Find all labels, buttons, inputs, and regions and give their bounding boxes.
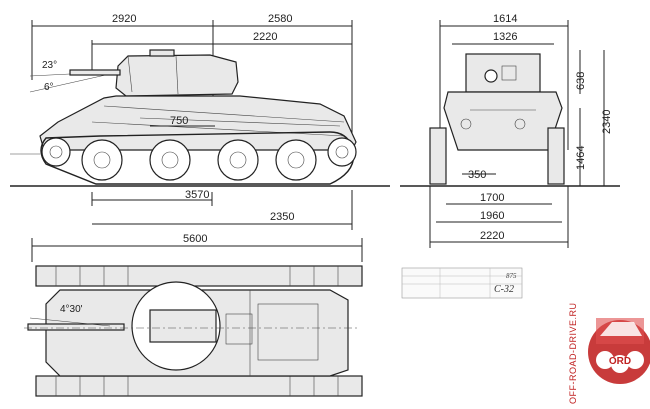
right-track: [547, 127, 565, 185]
angle-4-30: 4°30': [60, 304, 83, 315]
dim-2220-front: 2220: [480, 230, 504, 242]
top-view: 5600 4°30': [24, 233, 363, 397]
dim-5600: 5600: [183, 233, 207, 245]
dim-2350: 2350: [270, 211, 294, 223]
gun-barrel: [69, 69, 121, 76]
dim-2220: 2220: [253, 31, 277, 43]
dim-1326: 1326: [493, 31, 517, 43]
dim-3570: 3570: [185, 189, 209, 201]
track-outline: [40, 131, 355, 185]
stamp-number: 875: [506, 272, 517, 280]
left-track: [429, 127, 447, 185]
top-track-upper: [35, 265, 363, 287]
side-view: 2920 2580 2220 23° 6° 750: [10, 13, 390, 230]
gun-top: [27, 323, 125, 331]
ord-logo: ORD: [588, 318, 650, 384]
dim-750: 750: [170, 115, 188, 127]
dim-350: 350: [468, 169, 486, 181]
dim-1960: 1960: [480, 210, 504, 222]
dim-2920: 2920: [112, 13, 136, 25]
watermark-text: OFF-ROAD-DRIVE.RU: [568, 303, 578, 405]
idler-wheel: [327, 137, 357, 167]
road-wheel-4: [275, 139, 317, 181]
dim-2340: 2340: [601, 110, 613, 134]
dim-638: 638: [575, 72, 587, 90]
road-wheel-1: [81, 139, 123, 181]
title-stamp: 875 С-32: [401, 267, 523, 299]
road-wheel-3: [217, 139, 259, 181]
angle-6: 6°: [44, 82, 54, 93]
dim-1614: 1614: [493, 13, 517, 25]
dim-1464: 1464: [575, 146, 587, 170]
road-wheel-2: [149, 139, 191, 181]
stamp-code: С-32: [494, 284, 514, 295]
hull-body: [39, 95, 357, 151]
dim-1700: 1700: [480, 192, 504, 204]
logo-letters: ORD: [609, 356, 631, 367]
top-track-lower: [35, 375, 363, 397]
turret-front: [465, 53, 541, 93]
angle-23: 23°: [42, 60, 57, 71]
dim-2580: 2580: [268, 13, 292, 25]
road-wheels: [41, 137, 357, 181]
track-links: [55, 266, 339, 396]
drive-sprocket: [41, 137, 71, 167]
front-view: 1614 1326 638 2340 1464 350 1700 1960: [400, 13, 620, 248]
